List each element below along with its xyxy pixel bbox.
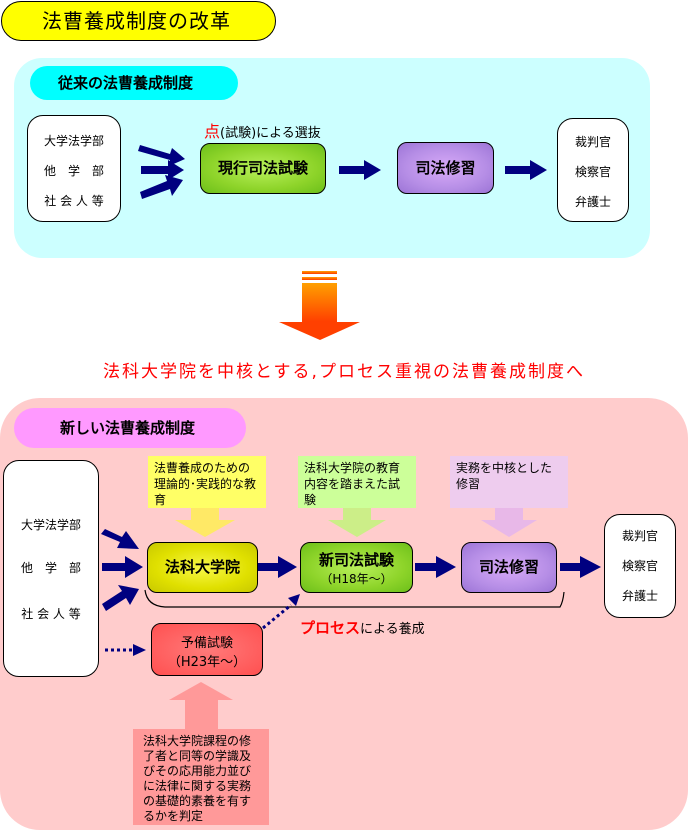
new-arrow-6 [560,556,601,578]
new-system-heading: 新しい法曹養成制度 [14,408,246,448]
law-school-box: 法科大学院 [147,542,258,593]
selection-note: 点(試験)による選抜 [204,118,321,142]
process-highlight: プロセス [300,619,361,637]
old-arrow-3 [140,175,183,199]
preliminary-exam-box: 予備試験 （H23年～） [151,623,263,676]
transition-arrow-icon [279,271,360,340]
new-dest-prosecutor: 検察官 [621,559,658,573]
preliminary-dotted-arrows [105,594,300,656]
callout-new-bar-exam: 法科大学院の教育内容を踏まえた試験 [298,456,416,508]
new-source-law-faculty: 大学法学部 [20,518,81,532]
process-note-text: による養成 [360,622,425,637]
callout-arrow-1 [175,508,235,537]
preliminary-exam-year: （H23年～） [167,655,247,670]
new-dest-judge: 裁判官 [621,529,658,543]
selection-note-highlight: 点 [204,122,221,141]
callout-arrow-2 [328,508,386,537]
old-dest-prosecutor: 検察官 [574,165,611,179]
new-bar-exam-box: 新司法試験 （H18年～） [300,542,413,593]
callout-arrow-3 [481,508,537,537]
process-bracket [144,589,565,608]
preliminary-exam-note: 法科大学院課程の修了者と同等の学識及びその応用能力並びに法律に関する実務の基礎的… [133,729,269,825]
old-dest-attorney: 弁護士 [574,195,611,209]
new-destinations-box: 裁判官 検察官 弁護士 [604,514,676,618]
old-arrow-1 [138,145,185,166]
new-sources-box: 大学法学部 他 学 部 社 会 人 等 [3,460,99,677]
new-source-other-faculty: 他 学 部 [20,561,81,575]
page-title: 法曹養成制度の改革 [1,1,276,41]
new-dest-attorney: 弁護士 [621,589,658,603]
new-arrow-4 [258,556,297,578]
old-legal-training-box: 司法修習 [397,142,494,194]
callout-law-school: 法曹養成のための理論的･実践的な教育 [148,456,266,508]
selection-note-text: (試験)による選抜 [220,126,321,141]
old-system-heading: 従来の法曹養成制度 [30,66,238,100]
old-destinations-box: 裁判官 検察官 弁護士 [557,118,629,222]
old-sources-box: 大学法学部 他 学 部 社 会 人 等 [27,115,121,222]
new-arrow-1 [101,529,139,549]
old-source-other-faculty: 他 学 部 [43,164,104,178]
old-source-law-faculty: 大学法学部 [43,134,104,148]
old-arrow-4 [339,160,381,180]
old-source-working-adults: 社 会 人 等 [44,194,104,208]
preliminary-note-arrow [169,682,233,730]
preliminary-exam-label: 予備試験 [180,636,233,651]
transition-text: 法科大学院を中核とする,プロセス重視の法曹養成制度へ [103,362,585,382]
new-bar-exam-label: 新司法試験 [318,551,394,569]
new-bar-exam-year: （H18年～） [320,572,393,586]
new-source-working-adults: 社 会 人 等 [21,607,81,621]
callout-legal-training: 実務を中核とした修習 [450,456,568,508]
old-dest-judge: 裁判官 [574,135,611,149]
process-note: プロセスによる養成 [300,617,425,638]
current-bar-exam-box: 現行司法試験 [200,143,326,194]
old-arrow-2 [141,160,184,180]
new-flow-arrows [101,529,601,611]
old-flow-arrows [138,145,547,199]
new-arrow-3 [102,585,139,611]
old-arrow-5 [505,160,547,180]
new-arrow-2 [102,556,143,578]
new-legal-training-box: 司法修習 [461,542,557,593]
new-arrow-5 [415,556,456,578]
